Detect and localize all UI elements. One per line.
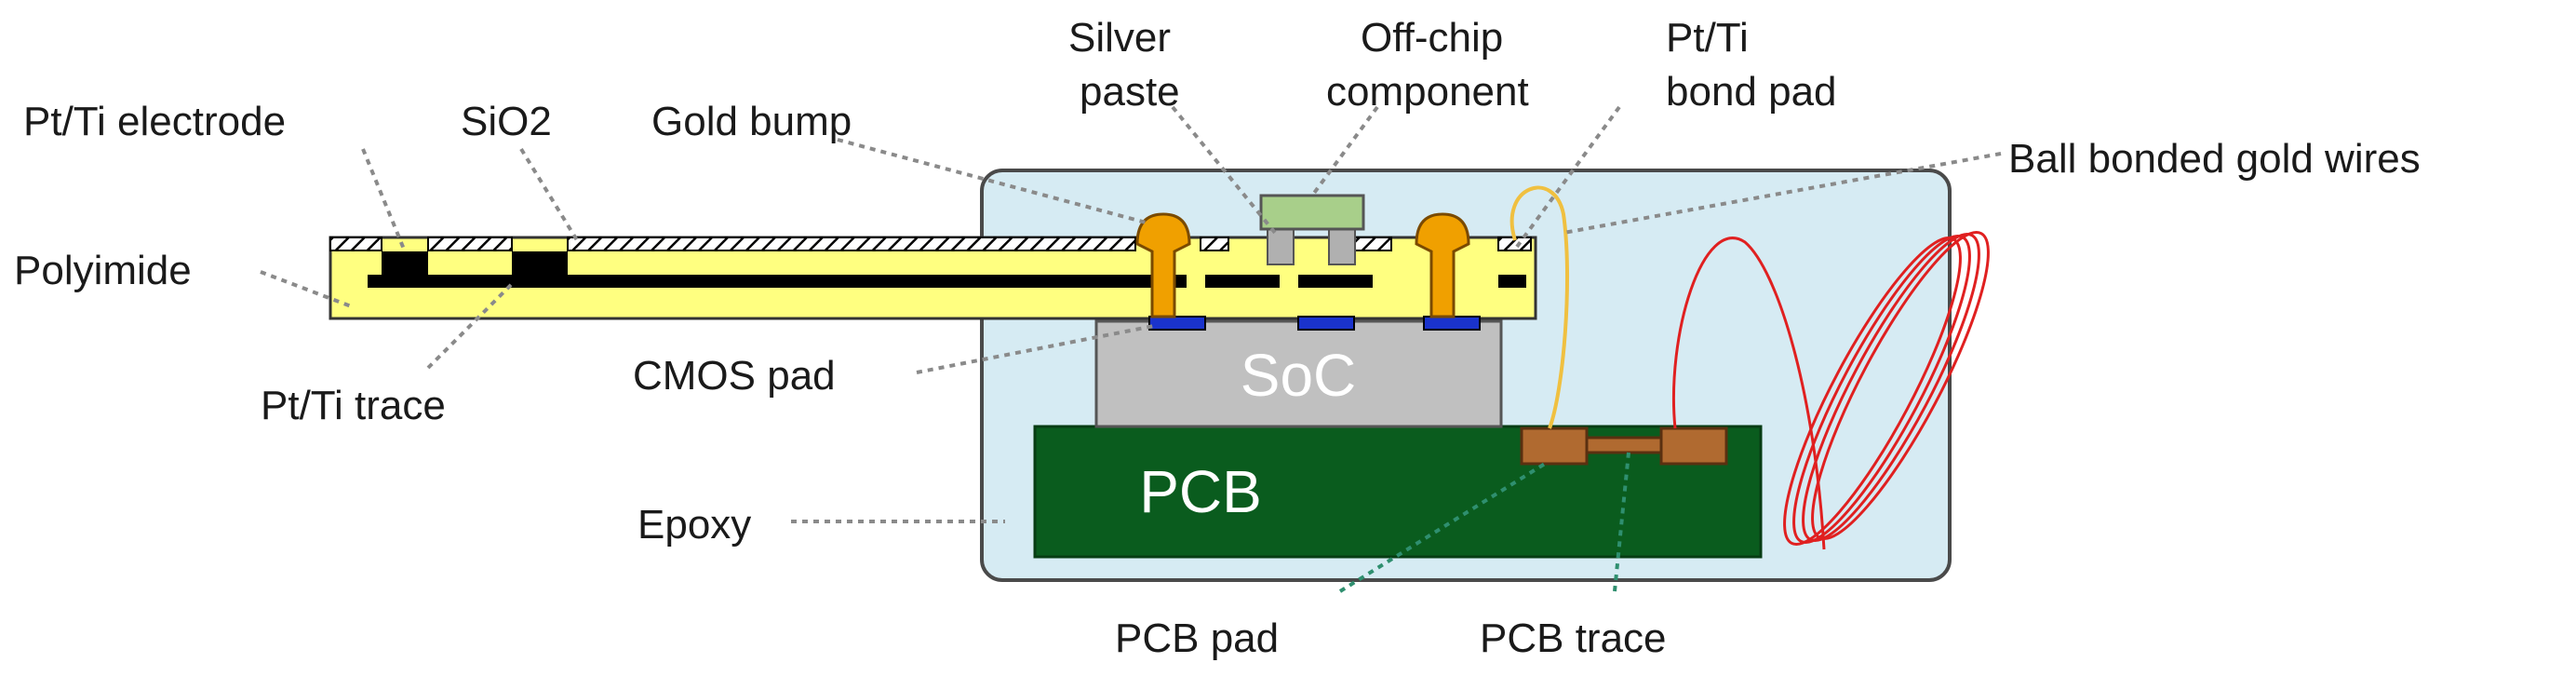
leader-pt-ti-trace xyxy=(426,282,514,370)
coil-antenna xyxy=(1783,230,1990,547)
gold-bump xyxy=(1135,212,1191,318)
off-chip-component xyxy=(1259,194,1365,231)
leader-cmos-pad xyxy=(916,324,1155,374)
leader-pt-ti-electrode xyxy=(361,148,407,252)
sio2-layer xyxy=(1200,237,1229,251)
cmos-pad xyxy=(1148,316,1206,331)
off-chip-component-label-line1: Off-chip xyxy=(1361,15,1503,61)
gold-bump-label: Gold bump xyxy=(651,99,852,144)
leader-off-chip xyxy=(1310,105,1379,197)
gold-bump xyxy=(1415,212,1470,318)
leader-sio2 xyxy=(519,147,579,242)
soc-label: SoC xyxy=(1241,342,1357,409)
leader-ball-bonded xyxy=(1563,152,2002,235)
pcb-label: PCB xyxy=(1139,458,1262,525)
pcb-pad-label: PCB pad xyxy=(1115,616,1279,661)
leader-gold-bump xyxy=(837,138,1150,225)
pcb-pad-right xyxy=(1659,426,1728,466)
silver-paste-label-line2: paste xyxy=(1080,69,1180,115)
leader-silver-paste xyxy=(1171,105,1277,235)
pt-ti-trace-layer xyxy=(368,275,1187,288)
silver-paste-label-line1: Silver xyxy=(1068,15,1171,61)
cmos-pad xyxy=(1297,316,1355,331)
pt-ti-bond-pad-label-line2: bond pad xyxy=(1666,69,1837,115)
pcb-trace-label: PCB trace xyxy=(1480,616,1667,661)
pt-ti-bond-pad-label-line1: Pt/Ti xyxy=(1666,15,1749,61)
sio2-layer xyxy=(567,237,1136,251)
leader-polyimide xyxy=(260,270,355,309)
pt-ti-electrode-opening xyxy=(382,251,428,285)
pt-ti-trace-segment xyxy=(1498,275,1526,288)
off-chip-component-label-line2: component xyxy=(1326,69,1529,115)
pcb-pad-left xyxy=(1520,426,1589,466)
leader-pcb-trace xyxy=(1613,452,1630,592)
polyimide-label: Polyimide xyxy=(14,248,192,293)
coil-lead-wire xyxy=(1671,237,1826,550)
pt-ti-trace-segment xyxy=(1298,275,1373,288)
sio2-layer xyxy=(427,237,513,251)
epoxy-label: Epoxy xyxy=(637,502,751,548)
pt-ti-electrode-opening xyxy=(512,251,568,285)
pcb-trace xyxy=(1585,436,1663,454)
cmos-pad xyxy=(1423,316,1481,331)
sio2-label: SiO2 xyxy=(461,99,552,144)
pt-ti-electrode-label: Pt/Ti electrode xyxy=(23,99,286,144)
sio2-layer xyxy=(329,237,382,251)
cmos-pad-label: CMOS pad xyxy=(633,353,836,399)
ball-bonded-gold-wires-label: Ball bonded gold wires xyxy=(2008,136,2421,182)
pt-ti-trace-label: Pt/Ti trace xyxy=(261,383,446,428)
pt-ti-trace-segment xyxy=(1205,275,1280,288)
gold-bond-wire xyxy=(1509,185,1569,429)
